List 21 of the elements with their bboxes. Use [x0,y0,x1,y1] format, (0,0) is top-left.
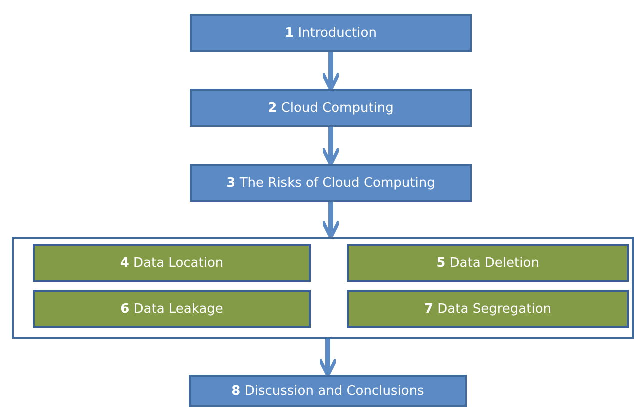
arrow [321,52,341,92]
chapter-box [190,14,472,52]
box-label: 5 Data Deletion [436,256,540,270]
box-label: 2 Cloud Computing [268,100,394,116]
arrow [321,127,341,166]
box-label: 6 Data Leakage [120,302,224,316]
box-label: 1 Introduction [285,26,377,40]
chapter-box [190,164,472,202]
topic-box [33,290,311,328]
group-frame [12,237,634,339]
box-label: 7 Data Segregation [424,302,552,316]
box-label: 3 The Risks of Cloud Computing [226,176,436,190]
arrow [321,202,341,240]
topic-box [347,244,629,282]
box-label: 8 Discussion and Conclusions [232,384,424,398]
arrow [318,339,338,378]
chapter-box [189,375,467,407]
topic-box [347,290,629,328]
chapter-box [190,89,472,127]
topic-box [33,244,311,282]
box-label: 4 Data Location [120,256,224,270]
